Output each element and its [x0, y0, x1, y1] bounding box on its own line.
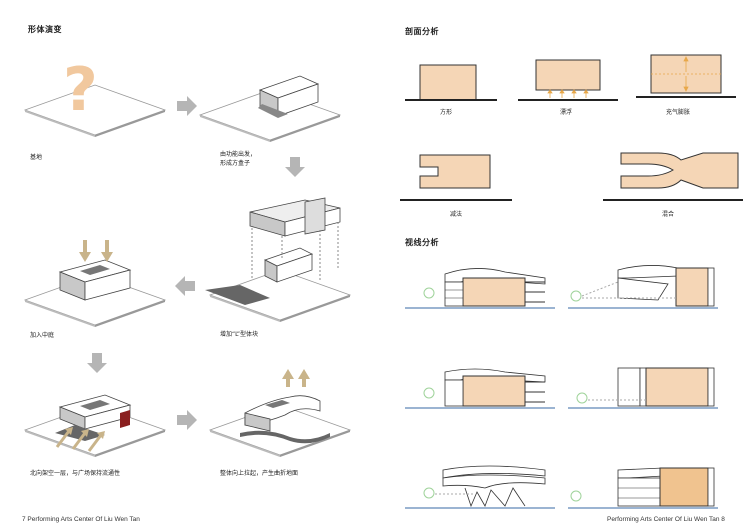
right-footer: Performing Arts Center Of Liu Wen Tan 8	[607, 516, 725, 523]
sight-diagram-3b	[568, 467, 718, 509]
step-l-shape-diagram	[205, 197, 352, 322]
sight-diagram-1a	[405, 268, 555, 309]
step-pulled-diagram	[208, 369, 352, 457]
section-label-floating: 漂浮	[560, 109, 573, 116]
section-label-subtraction: 减法	[450, 211, 463, 218]
section-square-diagram	[405, 64, 497, 101]
step-site-diagram: ?	[23, 55, 167, 137]
sight-diagram-3a	[405, 465, 555, 509]
arrow-left-icon	[175, 276, 195, 296]
section-inflating-diagram	[636, 54, 736, 98]
arrow-right-icon	[177, 96, 197, 116]
step-box-diagram	[198, 75, 342, 142]
question-mark-icon: ?	[63, 55, 98, 125]
evolution-title: 形体演变	[28, 25, 62, 34]
step-label-site: 基地	[30, 154, 43, 161]
step-label-lifted: 北向架空一层，与广场保持流通性	[30, 470, 121, 477]
section-analysis-title: 剖面分析	[405, 27, 439, 36]
left-footer: 7 Performing Arts Center Of Liu Wen Tan	[22, 516, 140, 523]
arrow-down-icon	[285, 157, 305, 177]
section-subtraction-diagram	[400, 154, 512, 201]
step-label-pulled: 整体向上拉起，产生曲折地面	[220, 470, 299, 477]
section-label-mixed: 混合	[662, 211, 675, 218]
sight-analysis-title: 视线分析	[405, 238, 439, 247]
section-label-square: 方形	[440, 109, 453, 116]
section-floating-diagram	[518, 59, 618, 101]
sight-diagram-2a	[405, 368, 555, 409]
section-label-inflating: 充气膨胀	[666, 109, 691, 116]
sight-diagram-1b	[568, 265, 718, 309]
step-label-courtyard: 加入中庭	[30, 332, 55, 339]
arrow-right-icon-2	[177, 410, 197, 430]
step-label-box: 由功能出发， 形成方盒子	[220, 151, 257, 167]
step-courtyard-diagram	[23, 240, 167, 327]
sight-diagram-2b	[568, 367, 718, 409]
step-lifted-diagram	[23, 394, 167, 457]
step-label-l-shape: 增加“L”型体块	[220, 331, 258, 338]
arrow-down-icon-2	[87, 353, 107, 373]
section-mixed-diagram	[603, 152, 743, 201]
